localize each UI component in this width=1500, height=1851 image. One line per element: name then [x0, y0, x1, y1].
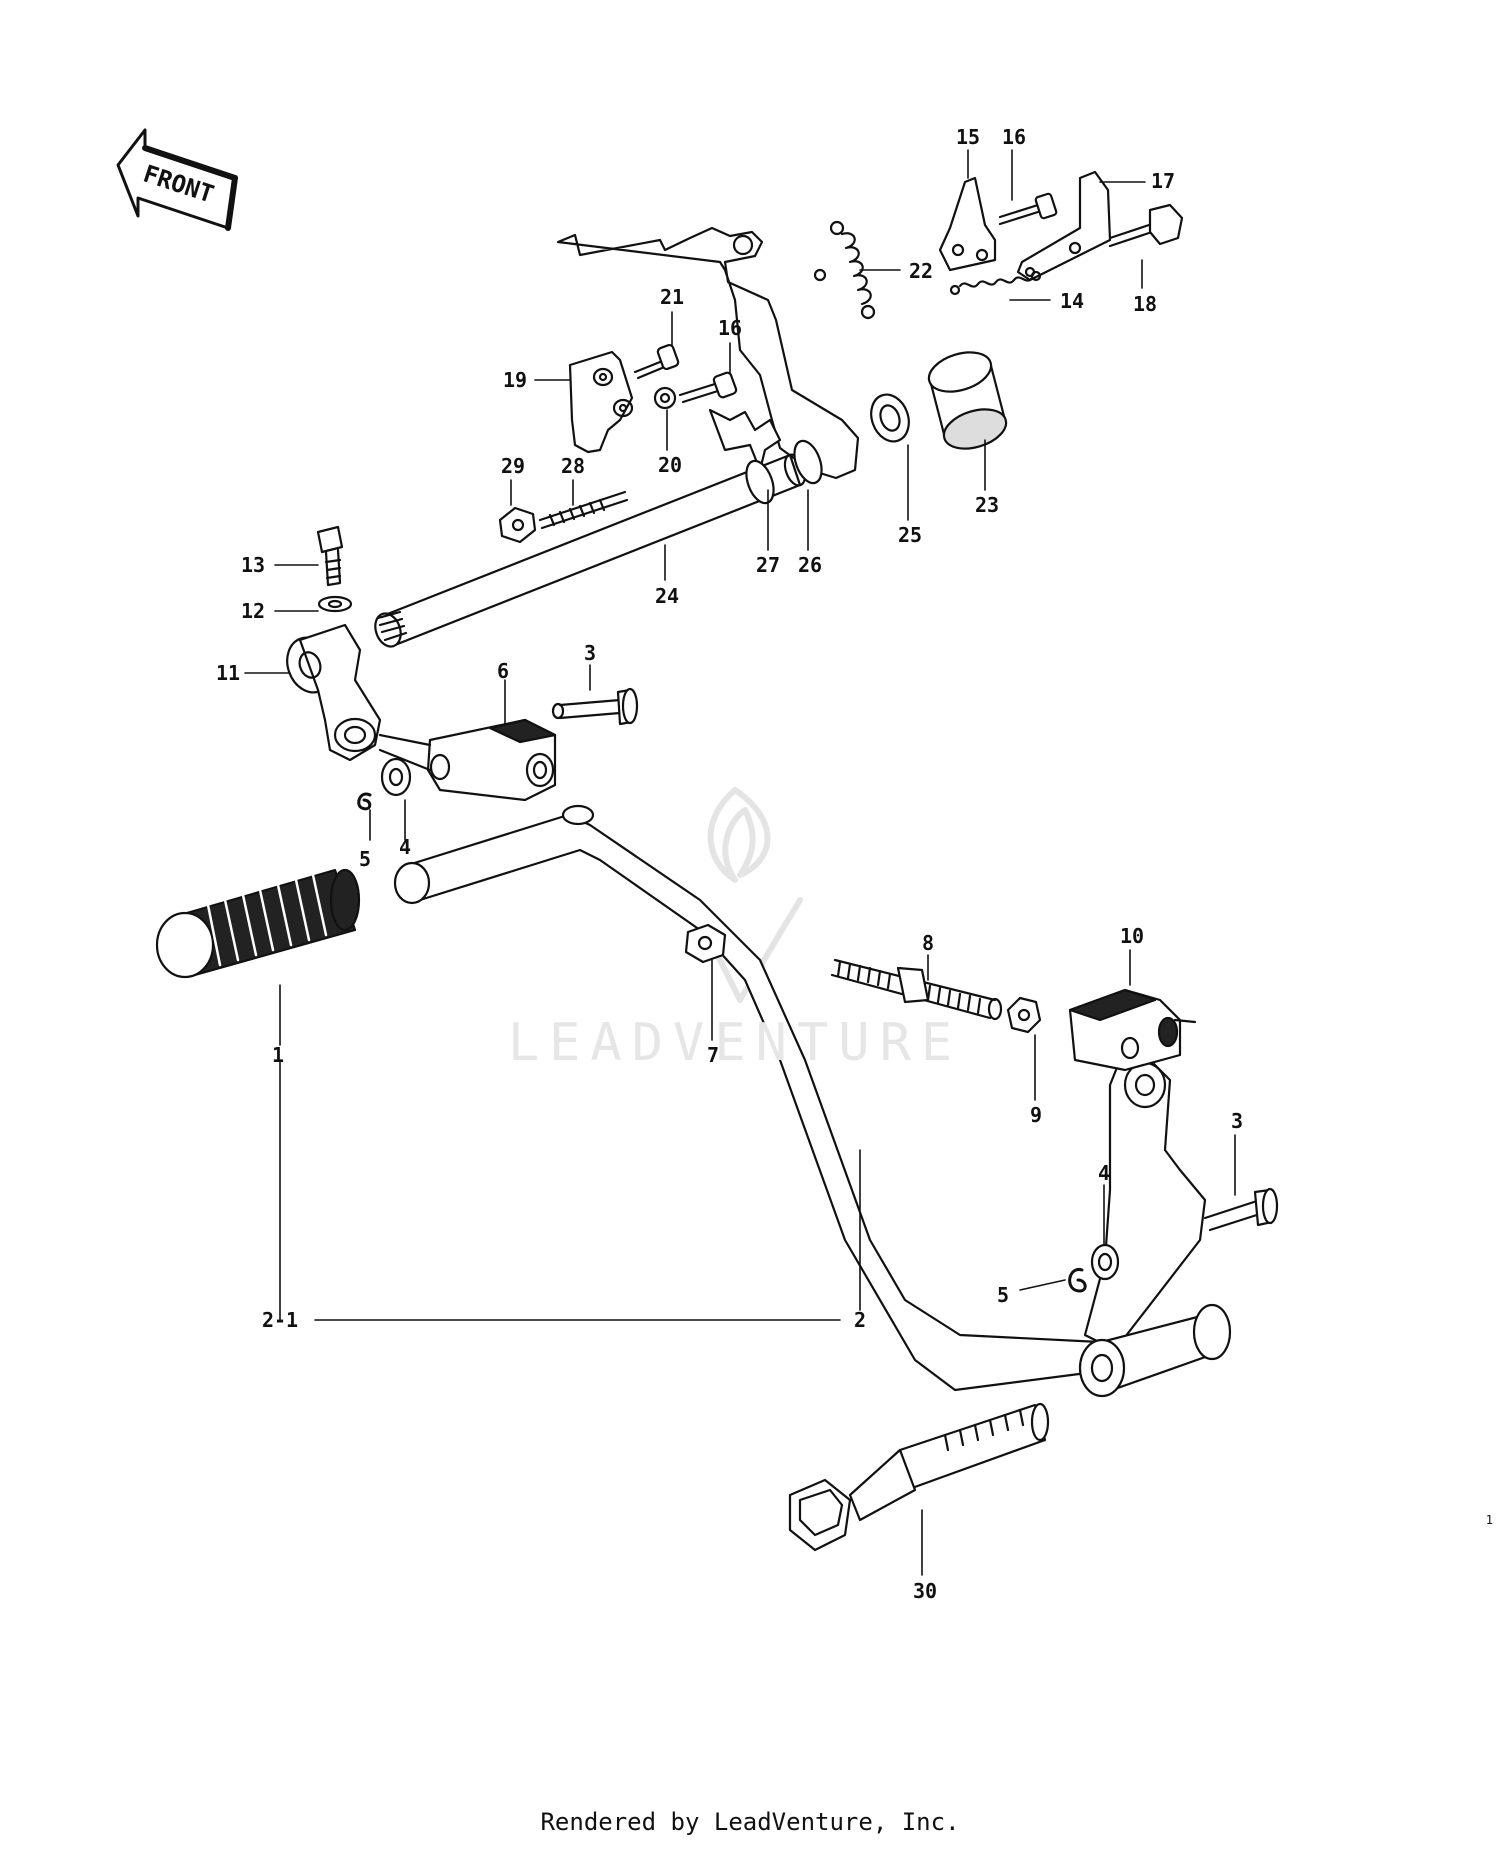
footer-credit: Rendered by LeadVenture, Inc. [540, 1808, 959, 1836]
spring-14 [949, 270, 1042, 296]
callout-23: 23 [975, 493, 999, 517]
bolt-13 [316, 525, 344, 587]
bolt-18 [1108, 203, 1184, 248]
callout-21: 21 [660, 285, 684, 309]
callout-19: 19 [503, 368, 527, 392]
callout-11: 11 [216, 661, 240, 685]
callout-22: 22 [909, 259, 933, 283]
washer-20 [653, 386, 677, 410]
callout-2: 2 [854, 1308, 866, 1332]
callout-6: 6 [497, 659, 509, 683]
callout-26: 26 [798, 553, 822, 577]
watermark-text: LEADVENTURE [508, 1013, 962, 1073]
callout-16-mid: 16 [718, 316, 742, 340]
callout-8: 8 [922, 931, 934, 955]
callout-14: 14 [1060, 289, 1084, 313]
stud-28 [538, 490, 629, 530]
screw-16-mid [678, 371, 738, 404]
callout-10: 10 [1120, 924, 1144, 948]
clip-5-upper [357, 792, 372, 811]
adjuster-8 [830, 958, 1003, 1021]
callout-2-1: 2-1 [262, 1308, 298, 1332]
callout-29: 29 [501, 454, 525, 478]
clip-5-lower [1068, 1268, 1087, 1293]
callout-5-upper: 5 [359, 847, 371, 871]
bolt-3-lower [1203, 1187, 1279, 1232]
arm-11 [286, 623, 382, 762]
spring-22 [829, 220, 876, 320]
callout-4-lower: 4 [1098, 1161, 1110, 1185]
callout-13: 13 [241, 553, 265, 577]
callout-5-lower: 5 [997, 1283, 1009, 1307]
callout-27: 27 [756, 553, 780, 577]
callout-7: 7 [707, 1043, 719, 1067]
callout-1: 1 [272, 1043, 284, 1067]
clevis-10 [1068, 988, 1197, 1072]
callout-24: 24 [655, 584, 679, 608]
shaft-24 [374, 439, 823, 648]
nut-29 [498, 506, 537, 544]
screw-21 [633, 343, 680, 380]
washer-25 [870, 393, 910, 443]
callout-17: 17 [1151, 169, 1175, 193]
washer-12 [317, 595, 353, 613]
bracket-15 [938, 176, 997, 272]
callout-labels: 15 16 17 22 14 18 21 16 19 20 25 23 29 2… [216, 125, 1243, 1603]
nut-9 [1006, 996, 1042, 1034]
front-arrow-icon [116, 128, 238, 231]
nut-7 [684, 923, 727, 964]
washer-4-upper [380, 757, 412, 797]
callout-20: 20 [658, 453, 682, 477]
leader-lines [244, 149, 1236, 1576]
callout-12: 12 [241, 599, 265, 623]
bushing-23 [927, 351, 1008, 450]
joint-6 [378, 718, 557, 802]
bracket-17 [1016, 170, 1112, 282]
pedal-2 [393, 804, 1232, 1398]
callout-16-top: 16 [1002, 125, 1026, 149]
shift-bracket [556, 226, 860, 480]
callout-18: 18 [1133, 292, 1157, 316]
washer-4-lower [1090, 1243, 1120, 1281]
callout-15: 15 [956, 125, 980, 149]
callout-3-upper: 3 [584, 641, 596, 665]
corner-mark: 1 [1486, 1513, 1493, 1527]
callout-9: 9 [1030, 1103, 1042, 1127]
callout-3-lower: 3 [1231, 1109, 1243, 1133]
bolt-3-upper [551, 687, 639, 726]
callout-25: 25 [898, 523, 922, 547]
plate-19 [568, 350, 634, 454]
callout-28: 28 [561, 454, 585, 478]
bolt-30 [788, 1402, 1050, 1552]
callout-4-upper: 4 [399, 835, 411, 859]
bolt-16-top [998, 192, 1058, 226]
clip-27 [708, 408, 782, 472]
footpeg-rubber-1 [155, 868, 361, 979]
callout-30: 30 [913, 1579, 937, 1603]
